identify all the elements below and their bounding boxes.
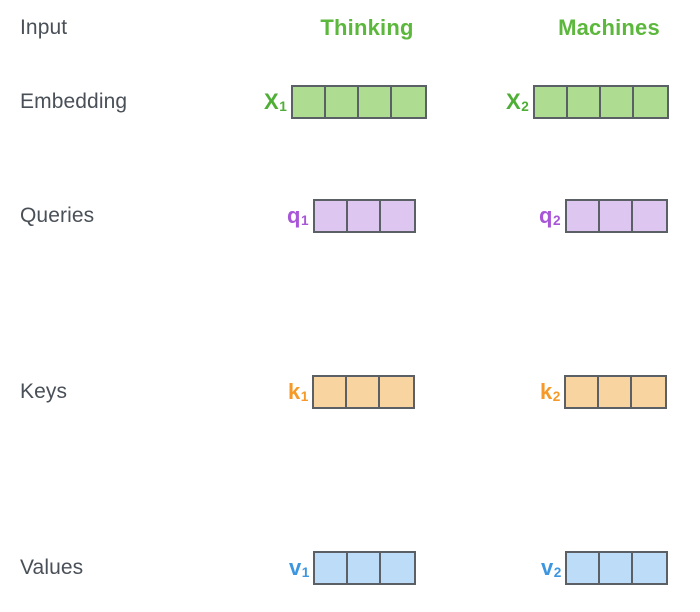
vector-subscript: 2 — [521, 99, 529, 115]
vector-symbol: k — [540, 379, 553, 404]
vector-cell — [314, 377, 348, 407]
vector-label-v2: v2 — [541, 555, 562, 581]
vector-cell — [567, 553, 601, 583]
vector-label-q2: q2 — [539, 203, 561, 229]
vector-symbol: x — [264, 89, 279, 114]
vector-q2: q2 — [539, 199, 668, 233]
vector-cell — [292, 87, 326, 117]
vector-subscript: 1 — [301, 565, 310, 581]
vector-cell — [315, 553, 349, 583]
vector-cell — [347, 201, 381, 231]
vector-cell — [566, 377, 600, 407]
vector-cell — [567, 87, 601, 117]
vector-k1: k1 — [288, 375, 416, 409]
vector-cell — [633, 553, 667, 583]
vector-v2: v2 — [541, 551, 669, 585]
vector-cell — [381, 553, 415, 583]
vector-label-v1: v1 — [289, 555, 310, 581]
vector-symbol: x — [506, 89, 521, 114]
vector-cells-v2 — [565, 551, 669, 585]
vector-x2: x2 — [506, 85, 669, 119]
row-label-queries: Queries — [20, 204, 95, 227]
vector-symbol: q — [539, 203, 553, 228]
vector-cell — [599, 201, 633, 231]
vector-cells-x2 — [532, 85, 669, 119]
row-label-keys: Keys — [20, 380, 68, 403]
vector-cell — [600, 553, 634, 583]
vector-cell — [534, 87, 568, 117]
vector-label-q1: q1 — [287, 203, 309, 229]
vector-cell — [600, 87, 634, 117]
vector-cells-v1 — [313, 551, 417, 585]
vector-cell — [632, 201, 666, 231]
vector-cell — [380, 201, 414, 231]
vector-cell — [566, 201, 600, 231]
vector-cell — [380, 377, 414, 407]
vector-cells-q2 — [564, 199, 668, 233]
vector-cells-q1 — [312, 199, 416, 233]
vector-label-k1: k1 — [288, 379, 309, 405]
vector-subscript: 1 — [300, 389, 309, 405]
vector-subscript: 1 — [300, 213, 309, 229]
row-label-input: Input — [20, 16, 68, 39]
vector-symbol: q — [287, 203, 301, 228]
vector-cells-k1 — [312, 375, 416, 409]
vector-cells-k2 — [564, 375, 668, 409]
row-label-values: Values — [20, 556, 84, 579]
vector-cells-x1 — [290, 85, 427, 119]
vector-label-x1: x1 — [264, 89, 287, 115]
vector-symbol: v — [289, 555, 302, 580]
vector-subscript: 2 — [553, 565, 562, 581]
vector-k2: k2 — [540, 375, 668, 409]
vector-subscript: 2 — [552, 389, 561, 405]
vector-symbol: k — [288, 379, 301, 404]
column-header-machines: Machines — [558, 15, 660, 40]
column-header-thinking: Thinking — [320, 15, 414, 40]
vector-cell — [314, 201, 348, 231]
vector-cell — [632, 377, 666, 407]
vector-cell — [358, 87, 392, 117]
vector-subscript: 1 — [279, 99, 287, 115]
row-label-embedding: Embedding — [20, 90, 128, 113]
vector-subscript: 2 — [552, 213, 561, 229]
vector-cell — [599, 377, 633, 407]
vector-cell — [633, 87, 667, 117]
vector-symbol: v — [541, 555, 554, 580]
vector-q1: q1 — [287, 199, 416, 233]
vector-label-k2: k2 — [540, 379, 561, 405]
vector-x1: x1 — [264, 85, 427, 119]
vector-cell — [347, 377, 381, 407]
vector-v1: v1 — [289, 551, 417, 585]
vector-cell — [325, 87, 359, 117]
vector-cell — [391, 87, 425, 117]
vector-label-x2: x2 — [506, 89, 529, 115]
vector-cell — [348, 553, 382, 583]
